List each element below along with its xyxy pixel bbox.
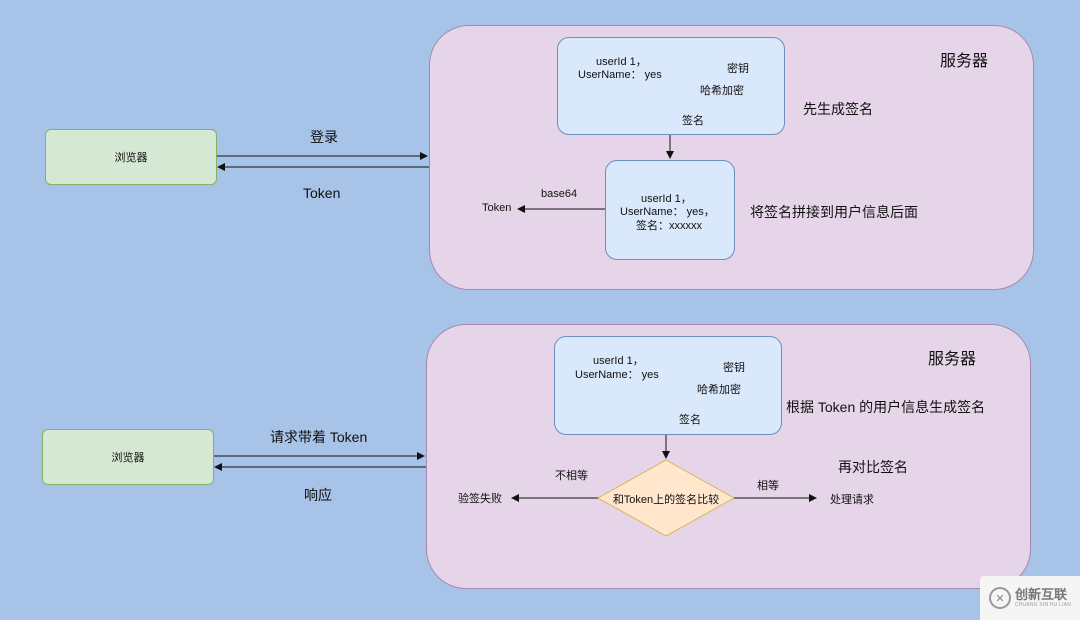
token-output-label: Token xyxy=(482,202,512,214)
request-label: 请求带着 Token xyxy=(270,429,368,445)
browser-node-top: 浏览器 xyxy=(45,129,217,185)
compare-note: 再对比签名 xyxy=(838,459,908,475)
browser-node-bottom: 浏览器 xyxy=(42,429,214,485)
signature-label: 签名 xyxy=(679,414,701,426)
user-info-line2: UserName： yes xyxy=(578,69,662,81)
secret-label: 密钥 xyxy=(723,362,745,374)
server-label-top: 服务器 xyxy=(940,53,989,70)
user-info-line1: userId 1， xyxy=(593,355,644,367)
token-label: Token xyxy=(303,185,341,201)
watermark-logo: ✕ 创新互联 CHUANG XIN HU LIAN xyxy=(980,576,1080,620)
brand-logo-icon: ✕ xyxy=(988,587,1011,609)
step2-note: 将签名拼接到用户信息后面 xyxy=(750,204,918,220)
watermark-sub: CHUANG XIN HU LIAN xyxy=(1014,602,1072,608)
watermark-brand: 创新互联 xyxy=(1014,587,1067,602)
regen-note: 根据 Token 的用户信息生成签名 xyxy=(786,399,986,415)
concat-box xyxy=(605,160,735,260)
not-equal-label: 不相等 xyxy=(555,470,588,482)
user-info-line1: userId 1， xyxy=(596,56,647,68)
server-label-bottom: 服务器 xyxy=(928,351,977,368)
browser-label: 浏览器 xyxy=(111,452,145,464)
compare-diamond xyxy=(596,459,736,537)
login-label: 登录 xyxy=(310,129,338,145)
hash-label: 哈希加密 xyxy=(697,384,741,396)
concat-line1: userId 1， xyxy=(641,193,692,205)
user-info-line2: UserName： yes xyxy=(575,369,659,381)
step1-note: 先生成签名 xyxy=(803,101,873,117)
base64-label: base64 xyxy=(541,188,578,200)
sign-box-bottom xyxy=(554,336,782,435)
equal-label: 相等 xyxy=(757,480,779,492)
signature-label: 签名 xyxy=(682,115,704,127)
browser-label: 浏览器 xyxy=(114,152,148,164)
response-label: 响应 xyxy=(304,487,332,503)
hash-label: 哈希加密 xyxy=(700,85,744,97)
secret-label: 密钥 xyxy=(727,63,749,75)
sign-box-top xyxy=(557,37,785,135)
concat-line2: UserName： yes， xyxy=(620,206,715,218)
diamond-label: 和Token上的签名比较 xyxy=(612,494,720,506)
concat-line3: 签名：xxxxxx xyxy=(636,220,702,232)
fail-label: 验签失败 xyxy=(458,493,502,505)
handle-request-label: 处理请求 xyxy=(830,494,874,506)
